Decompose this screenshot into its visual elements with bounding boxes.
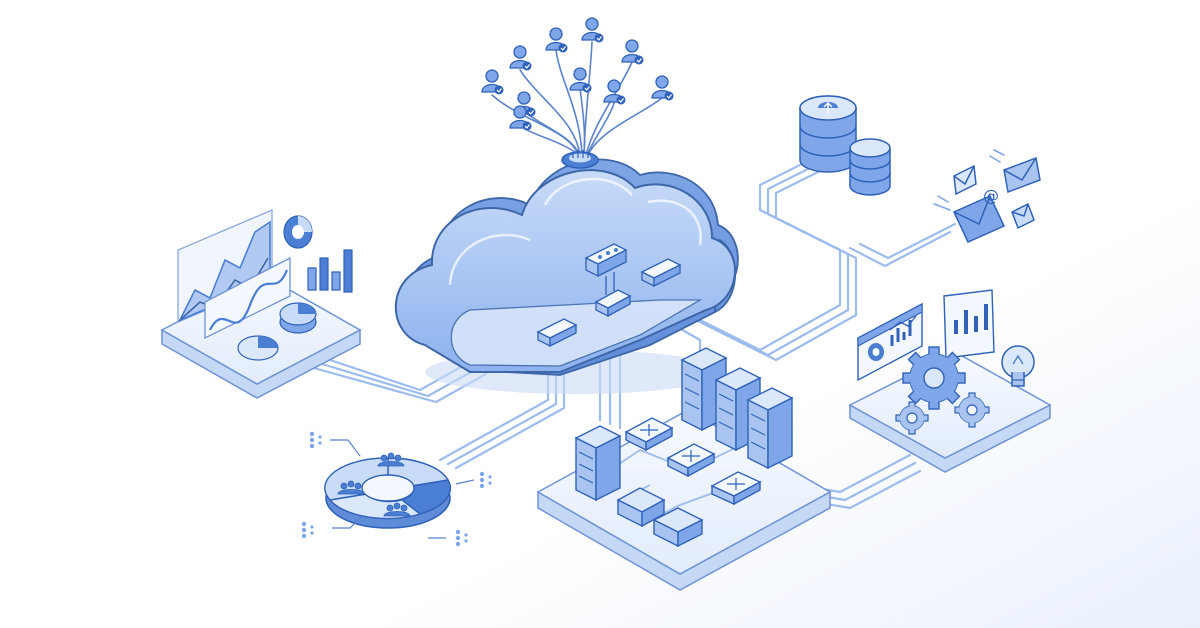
gear-icon <box>903 347 965 409</box>
server-rack-icon <box>576 426 620 500</box>
donut-icon <box>284 216 312 248</box>
server-rack-icon <box>748 388 792 468</box>
at-symbol: @ <box>983 186 999 205</box>
pie-chart-icon <box>280 303 316 333</box>
bar-chart-panel-icon <box>944 290 994 358</box>
flat-pie-icon <box>238 336 278 360</box>
